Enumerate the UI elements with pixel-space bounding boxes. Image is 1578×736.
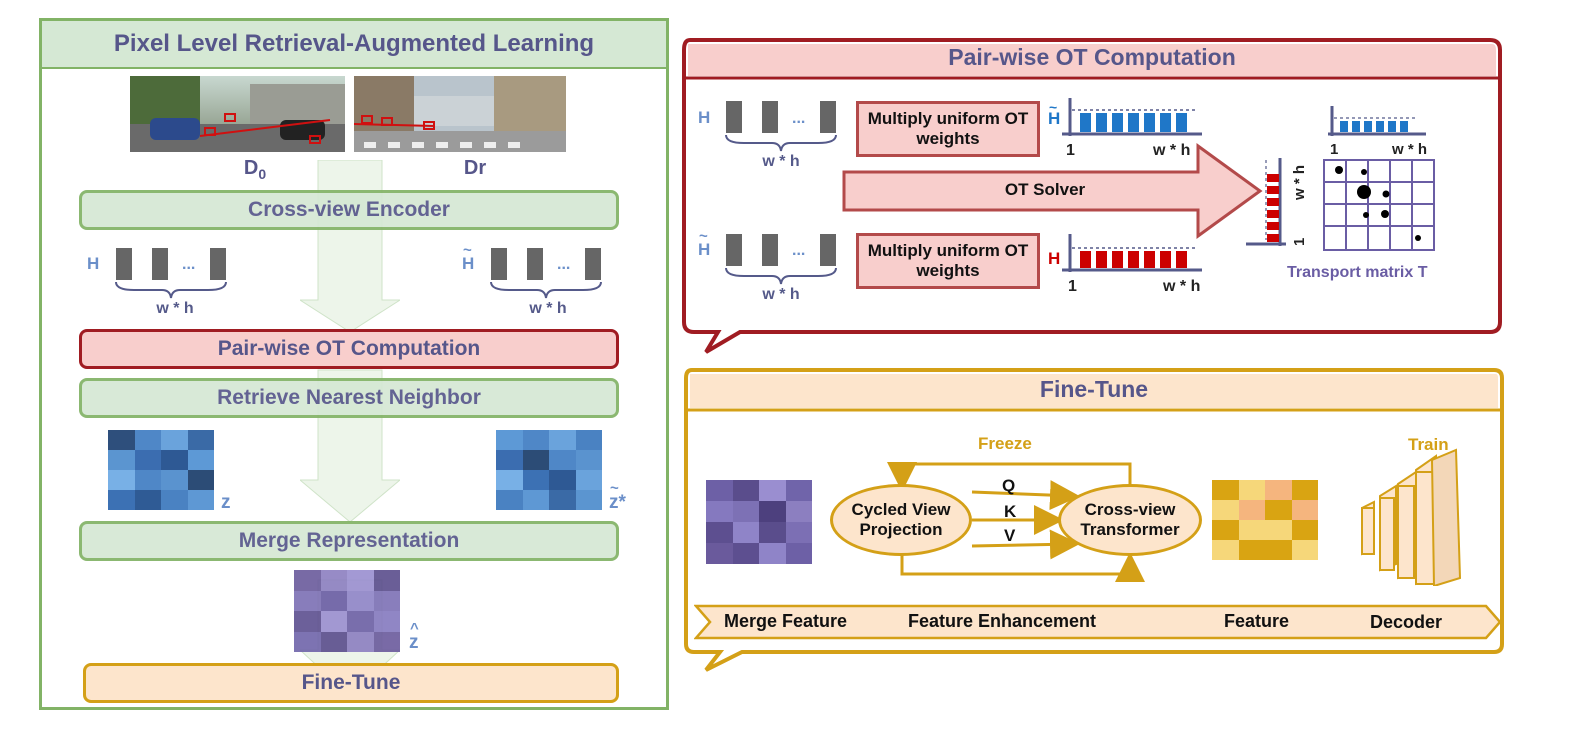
feature-bar xyxy=(820,101,836,133)
ot-htilde-label: ~H xyxy=(698,228,711,259)
axis-wh-label: w * h xyxy=(1153,142,1191,159)
wh-label: w * h xyxy=(529,300,567,317)
feature-bar xyxy=(152,248,168,280)
uniform-weights-histogram-blue: H ~ xyxy=(1048,98,1202,136)
axis-one-label: 1 xyxy=(1066,142,1075,159)
ot-solver-arrow xyxy=(842,143,1263,239)
ot-h-label: H xyxy=(698,108,711,127)
brace-icon xyxy=(115,281,227,299)
axis-one-vertical: 1 xyxy=(1291,238,1308,246)
brace-icon xyxy=(725,134,837,152)
uniform-weights-histogram-red: H xyxy=(1048,234,1202,272)
feature-bar xyxy=(585,248,601,280)
wh-label: w * h xyxy=(156,300,194,317)
marginal-histogram-blue xyxy=(1328,106,1426,136)
k-label: K xyxy=(1004,502,1017,521)
wh-label: w * h xyxy=(762,153,800,170)
street-scene-image xyxy=(354,76,566,152)
svg-text:H: H xyxy=(1048,249,1060,268)
htilde-label: ~H xyxy=(462,242,475,273)
feature-bar xyxy=(820,234,836,266)
retrieve-nn-box: Retrieve Nearest Neighbor xyxy=(79,378,619,418)
cross-view-encoder-box: Cross-view Encoder xyxy=(79,190,619,230)
z-label: z xyxy=(221,492,231,513)
feature-bar xyxy=(726,234,742,266)
feature-bar xyxy=(527,248,543,280)
h-label: H xyxy=(87,254,100,273)
cross-view-transformer-node: Cross-view Transformer xyxy=(1058,484,1202,556)
axis-one-label: 1 xyxy=(1068,278,1077,295)
feature-bar xyxy=(762,234,778,266)
dots-label: ... xyxy=(182,256,196,273)
brace-icon xyxy=(490,281,602,299)
axis-wh-label: w * h xyxy=(1392,141,1428,158)
step-feature-enhancement: Feature Enhancement xyxy=(908,611,1097,631)
multiply-weights-bottom-box: Multiply uniform OT weights xyxy=(856,233,1040,289)
output-feature-grid xyxy=(1212,480,1318,560)
finetune-panel-title: Fine-Tune xyxy=(1039,376,1149,402)
feature-enhancement-connectors xyxy=(887,462,1145,582)
zhat-label: ^z xyxy=(409,620,419,653)
feature-bar xyxy=(726,101,742,133)
svg-text:~: ~ xyxy=(1049,99,1057,115)
marginal-histogram-red: w * h 1 xyxy=(1246,158,1308,246)
ztilde-label: ~z* xyxy=(609,480,626,513)
wh-label: w * h xyxy=(762,286,800,303)
merge-feature-grid xyxy=(706,480,812,564)
q-label: Q xyxy=(1002,476,1016,495)
brace-icon xyxy=(725,267,837,285)
left-panel-title-text: Pixel Level Retrieval-Augmented Learning xyxy=(113,30,595,57)
merge-representation-box: Merge Representation xyxy=(79,521,619,561)
street-scene-image xyxy=(130,76,345,152)
feature-bar xyxy=(491,248,507,280)
dots-label: ... xyxy=(792,242,806,259)
retrieved-image-dr xyxy=(354,76,566,152)
axis-one-label: 1 xyxy=(1330,141,1339,158)
axis-wh-vertical: w * h xyxy=(1291,165,1308,201)
feature-bar xyxy=(210,248,226,280)
transport-matrix-grid xyxy=(1323,159,1435,251)
step-feature: Feature xyxy=(1224,611,1290,631)
dots-label: ... xyxy=(792,110,806,127)
zhat-feature-grid xyxy=(294,570,400,652)
ot-panel-title: Pair-wise OT Computation xyxy=(948,44,1236,70)
decoder-layers-icon xyxy=(1361,448,1462,586)
cycled-view-projection-node: Cycled View Projection xyxy=(830,484,972,556)
ot-solver-label: OT Solver xyxy=(1004,180,1086,199)
axis-wh-label: w * h xyxy=(1163,278,1201,295)
transport-matrix-label: Transport matrix T xyxy=(1287,264,1428,281)
dr-label: Dr xyxy=(463,157,487,179)
v-label: V xyxy=(1004,526,1016,545)
source-image-d0 xyxy=(130,76,345,152)
step-merge-feature: Merge Feature xyxy=(724,611,848,631)
z-feature-grid xyxy=(108,430,214,510)
train-label: Train xyxy=(1408,435,1449,454)
finetune-box: Fine-Tune xyxy=(83,663,619,703)
svg-text:H: H xyxy=(1048,109,1060,128)
pipeline-step-ribbon xyxy=(694,604,1502,640)
freeze-label: Freeze xyxy=(978,434,1032,453)
feature-bar xyxy=(762,101,778,133)
dots-label: ... xyxy=(557,256,571,273)
step-decoder: Decoder xyxy=(1370,612,1443,632)
multiply-weights-top-box: Multiply uniform OT weights xyxy=(856,101,1040,157)
left-panel-title: Pixel Level Retrieval-Augmented Learning xyxy=(42,21,666,69)
pairwise-ot-box: Pair-wise OT Computation xyxy=(79,329,619,369)
feature-bar xyxy=(116,248,132,280)
ztilde-feature-grid xyxy=(496,430,602,510)
d0-label: D0 xyxy=(243,157,267,182)
